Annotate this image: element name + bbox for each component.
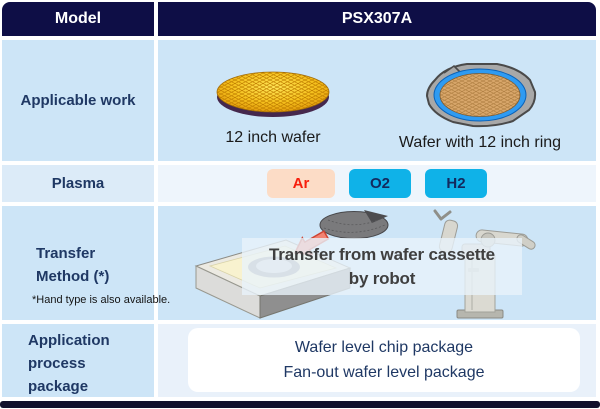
plasma-badge-o2: O2 — [349, 169, 411, 198]
transfer-caption-line2: by robot — [348, 268, 416, 288]
plasma-badge-ar: Ar — [267, 169, 335, 198]
wafer-12inch-caption: 12 inch wafer — [225, 129, 321, 146]
wafer-ring-icon — [425, 63, 537, 128]
header-model-value-cell: PSX307A — [158, 2, 596, 36]
transfer-caption-box: Transfer from wafer cassette by robot — [242, 238, 522, 295]
transfer-method-label-cell: Transfer Method (*) *Hand type is also a… — [2, 206, 170, 320]
application-content-cell: Wafer level chip package Fan-out wafer l… — [158, 324, 596, 397]
model-value: PSX307A — [341, 10, 413, 27]
application-label-line3: package — [28, 378, 89, 395]
application-value-line1: Wafer level chip package — [294, 339, 474, 356]
applicable-work-label-cell: Applicable work — [2, 40, 154, 161]
model-label: Model — [54, 10, 102, 27]
application-label-line2: process — [28, 355, 86, 372]
bottom-border-bar — [0, 401, 600, 408]
wafer-ring-caption: Wafer with 12 inch ring — [398, 134, 562, 151]
plasma-content-cell: Ar O2 H2 — [158, 165, 596, 202]
application-value-box: Wafer level chip package Fan-out wafer l… — [188, 328, 580, 392]
transfer-method-label-line2: Method (*) — [36, 268, 110, 285]
plasma-badge-h2: H2 — [425, 169, 487, 198]
transfer-caption-line1: Transfer from wafer cassette — [269, 244, 495, 264]
gray-wafer-icon — [319, 210, 389, 239]
plasma-label: Plasma — [51, 175, 105, 192]
spec-table: Model PSX307A Applicable work — [2, 2, 596, 397]
transfer-method-footnote: *Hand type is also available. — [32, 294, 171, 306]
plasma-label-cell: Plasma — [2, 165, 154, 202]
applicable-work-label: Applicable work — [20, 92, 136, 109]
transfer-method-content-cell: Transfer from wafer cassette by robot — [158, 206, 596, 320]
applicable-work-content-cell: 12 inch wafer Wafer with 12 inch ring — [158, 40, 596, 161]
application-value-line2: Fan-out wafer level package — [283, 364, 485, 381]
application-label-cell: Application process package — [2, 324, 154, 397]
application-label-line1: Application — [28, 332, 110, 349]
wafer-12inch-icon — [216, 71, 330, 117]
header-model-label-cell: Model — [2, 2, 154, 36]
transfer-method-label-line1: Transfer — [36, 245, 96, 262]
